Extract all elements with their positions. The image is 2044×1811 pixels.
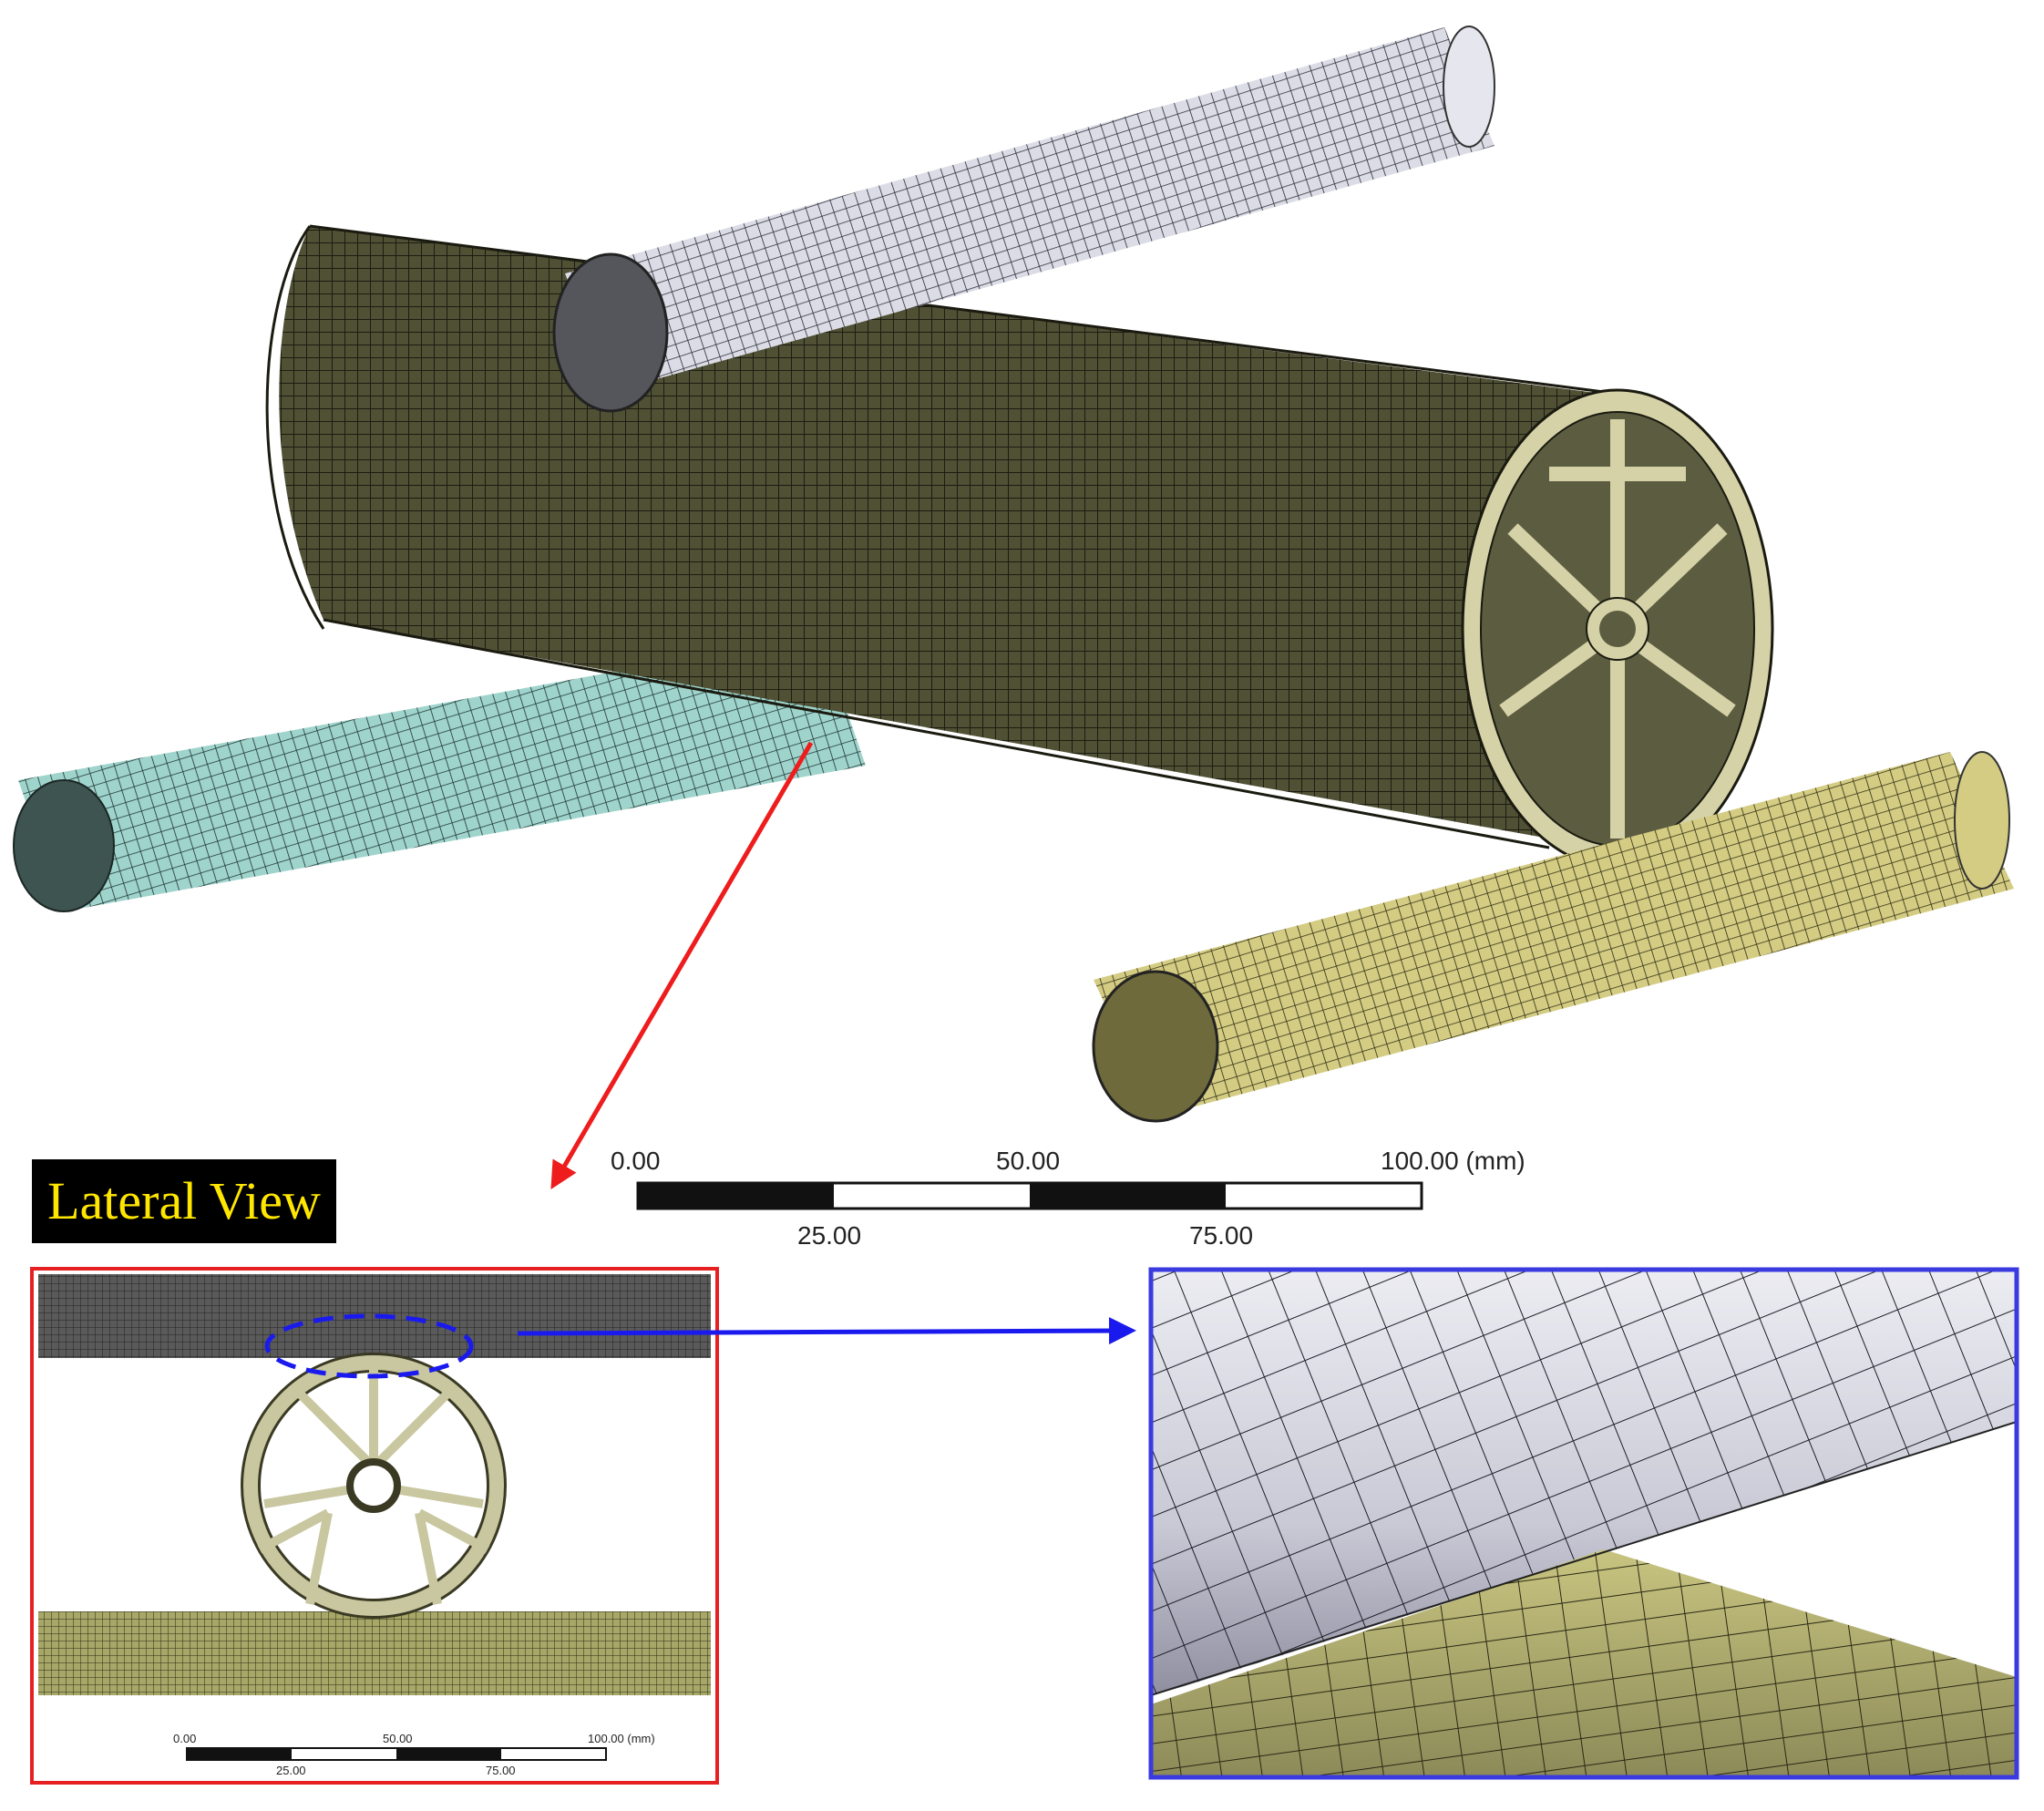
contact-region-ellipse <box>264 1313 474 1379</box>
inset-scale-tick-100: 100.00 (mm) <box>588 1732 655 1745</box>
inset-scale-tick-25: 25.00 <box>276 1764 306 1777</box>
main-scale-tick-50: 50.00 <box>996 1147 1061 1175</box>
main-scale-bar <box>636 1181 1423 1210</box>
inset-scale-tick-0: 0.00 <box>173 1732 197 1745</box>
lateral-view-label: Lateral View <box>47 1171 321 1230</box>
lateral-top-roller <box>38 1274 711 1358</box>
main-scale-tick-75: 75.00 <box>1189 1221 1254 1250</box>
lateral-bottom-roller <box>38 1611 711 1695</box>
main-scale-tick-100: 100.00 (mm) <box>1381 1147 1525 1175</box>
lateral-view-panel <box>30 1267 719 1785</box>
main-scale-tick-0: 0.00 <box>611 1147 661 1175</box>
zoom-detail-panel <box>1148 1267 2019 1780</box>
left-roller <box>13 634 866 912</box>
drum-end-face <box>1461 388 1774 869</box>
inset-scale-tick-75: 75.00 <box>486 1764 516 1777</box>
main-scale-tick-25: 25.00 <box>797 1221 862 1250</box>
top-roller <box>552 26 1495 413</box>
inset-scale-tick-50: 50.00 <box>383 1732 413 1745</box>
inset-scale-bar <box>186 1747 607 1761</box>
blue-arrow-icon <box>517 1317 1136 1345</box>
red-arrow-icon <box>550 741 814 1189</box>
right-roller <box>1092 751 2014 1123</box>
lateral-drum-section <box>241 1353 507 1619</box>
lateral-view-label-box: Lateral View <box>32 1159 336 1243</box>
